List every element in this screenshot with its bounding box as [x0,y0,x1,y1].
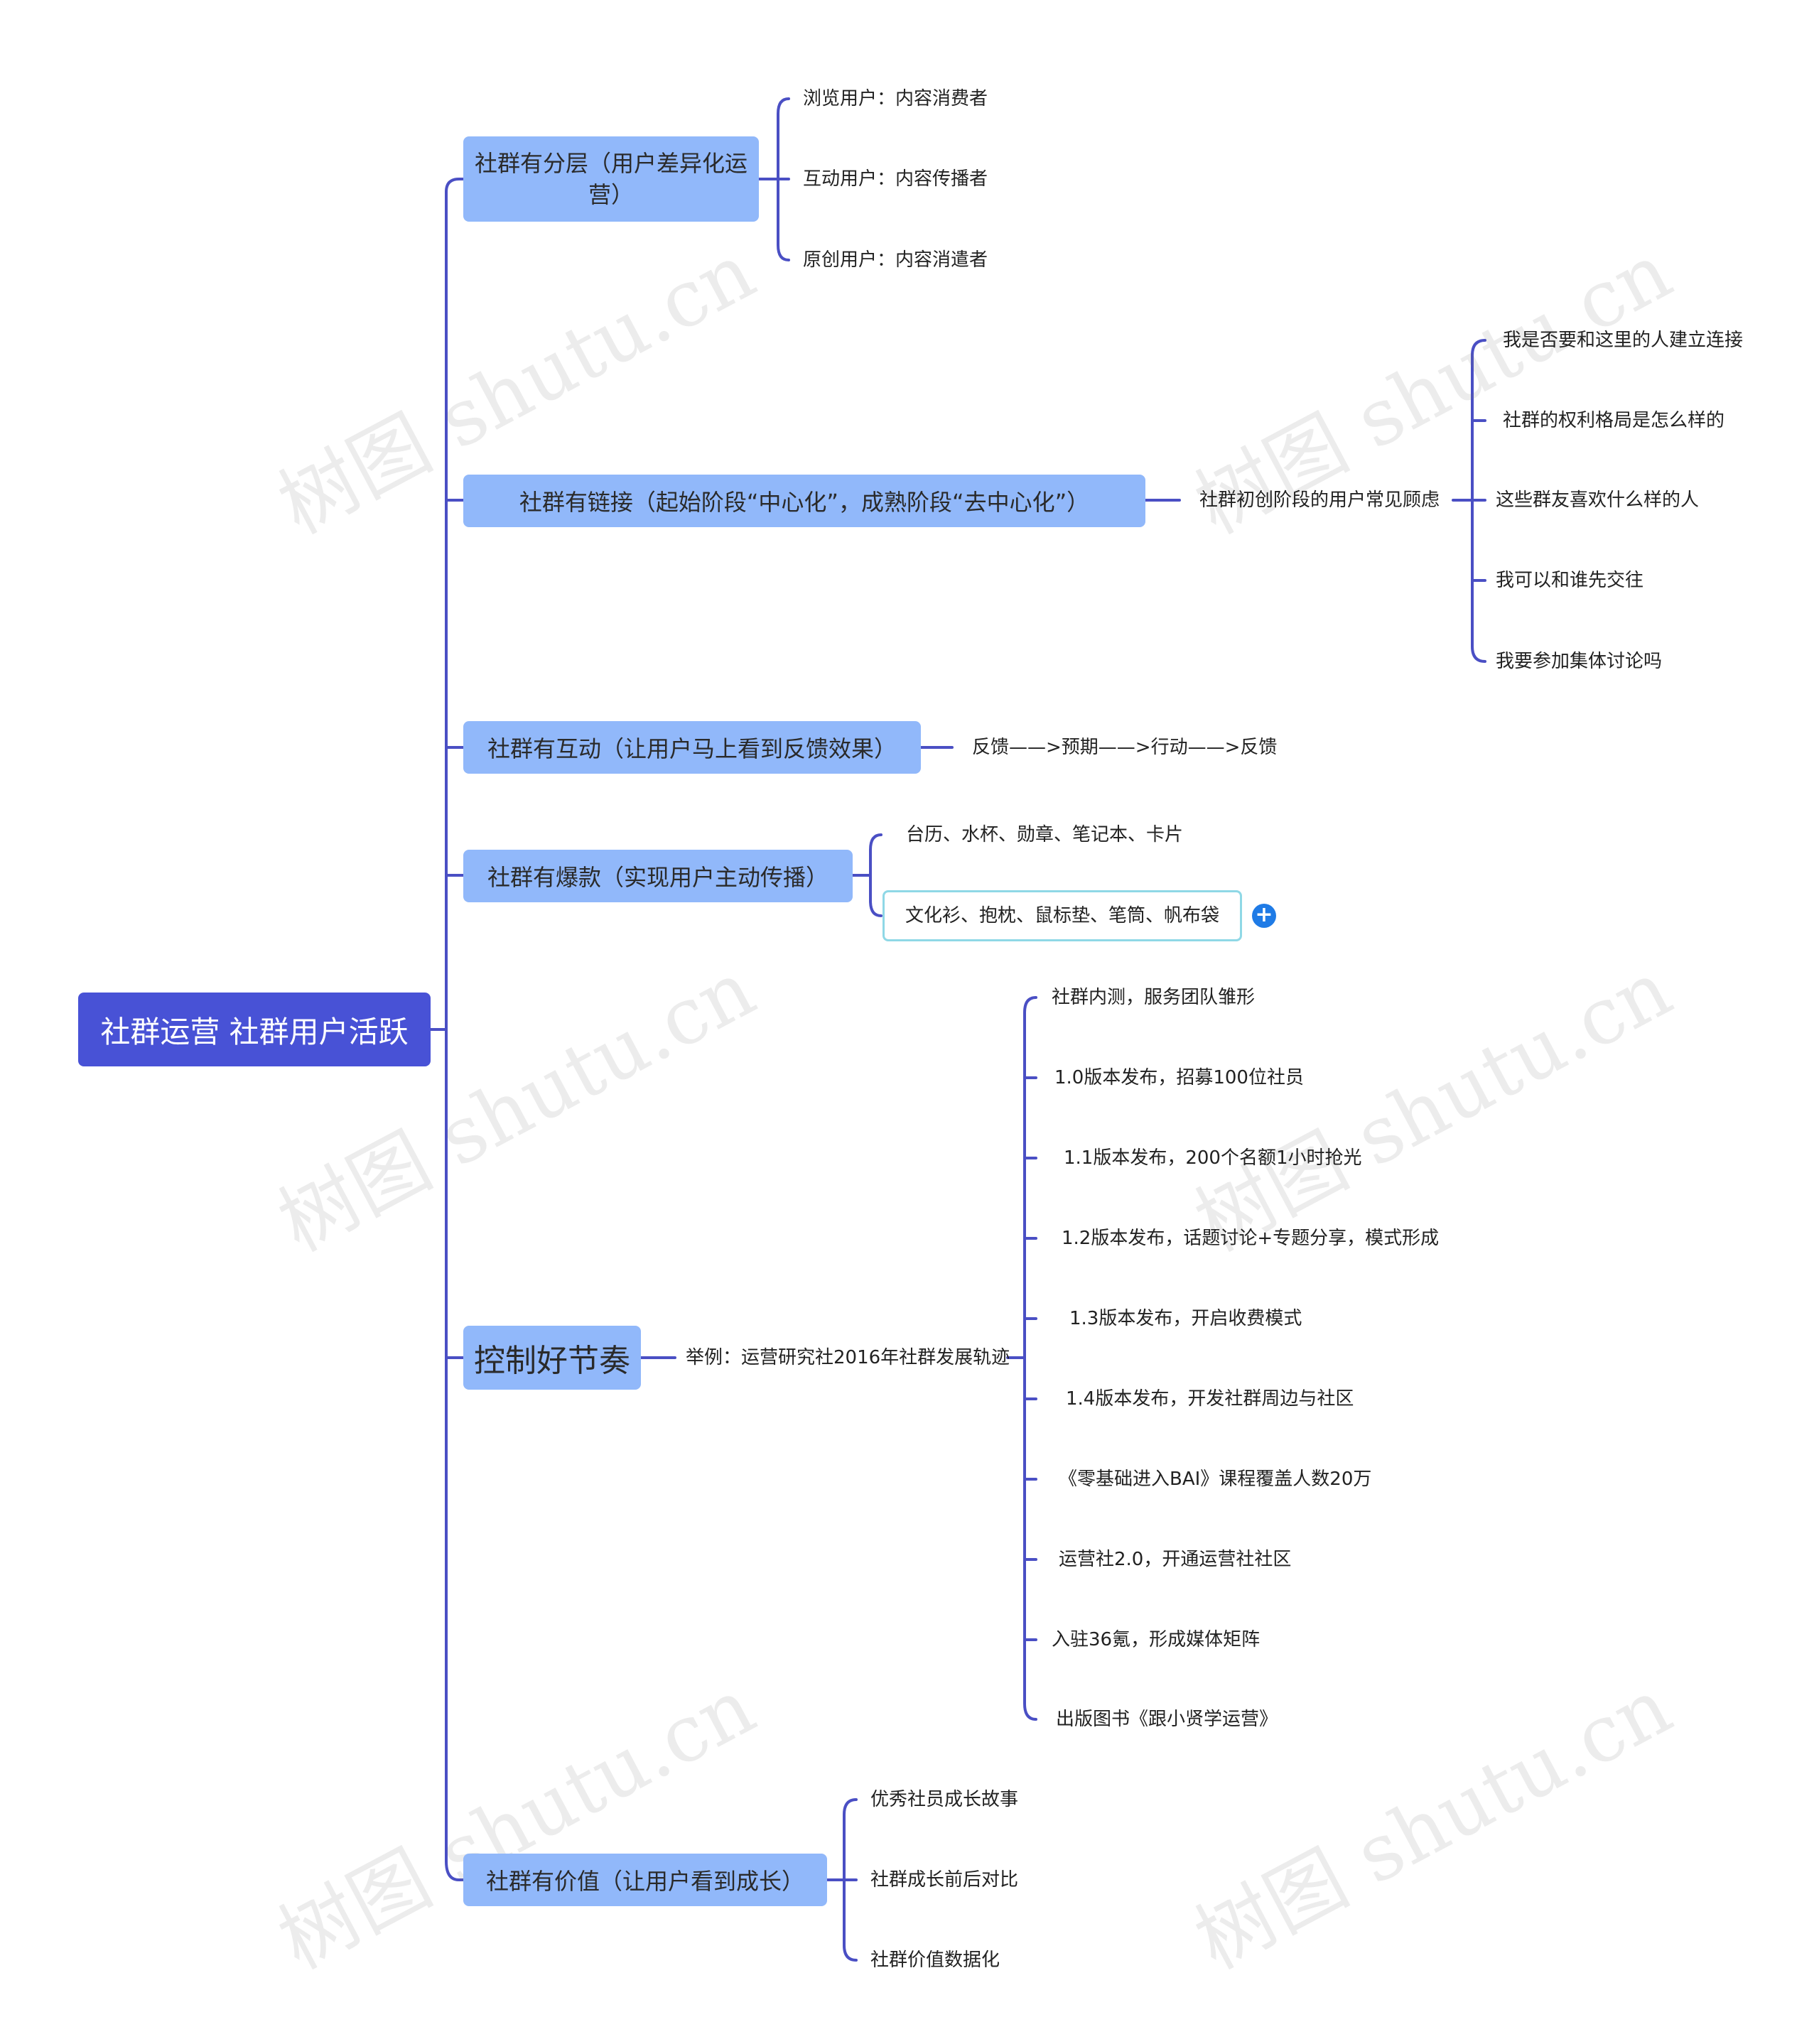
branch-hit-products[interactable]: 社群有爆款（实现用户主动传播） [463,850,853,902]
leaf-timeline-8[interactable]: 入驻36氪，形成媒体矩阵 [1052,1629,1261,1650]
leaf-concern-discuss[interactable]: 我要参加集体讨论吗 [1496,651,1663,672]
leaf-timeline-2[interactable]: 1.1版本发布，200个名额1小时抢光 [1064,1147,1362,1169]
branch-rhythm[interactable]: 控制好节奏 [463,1326,641,1390]
leaf-timeline-9[interactable]: 出版图书《跟小贤学运营》 [1056,1709,1278,1730]
leaf-value-stories[interactable]: 优秀社员成长故事 [870,1789,1019,1810]
leaf-original-user[interactable]: 原创用户：内容消遣者 [803,249,988,271]
leaf-products-2[interactable]: 文化衫、抱枕、鼠标垫、笔筒、帆布袋 [882,890,1242,941]
leaf-concern-power[interactable]: 社群的权利格局是怎么样的 [1503,410,1725,431]
leaf-value-compare[interactable]: 社群成长前后对比 [870,1869,1019,1891]
leaf-timeline-4[interactable]: 1.3版本发布，开启收费模式 [1069,1308,1302,1329]
root-trunk [429,190,448,1863]
leaf-feedback-loop[interactable]: 反馈——>预期——>行动——>反馈 [972,737,1278,758]
leaf-timeline-5[interactable]: 1.4版本发布，开发社群周边与社区 [1066,1388,1354,1410]
leaf-concern-connect[interactable]: 我是否要和这里的人建立连接 [1503,330,1744,351]
leaf-value-data[interactable]: 社群价值数据化 [870,1950,1000,1971]
leaf-timeline-1[interactable]: 1.0版本发布，招募100位社员 [1054,1067,1304,1088]
leaf-concern-whom[interactable]: 我可以和谁先交往 [1496,570,1644,591]
leaf-timeline-6[interactable]: 《零基础进入BAI》课程覆盖人数20万 [1059,1469,1372,1490]
leaf-timeline-3[interactable]: 1.2版本发布，话题讨论+专题分享，模式形成 [1062,1228,1440,1249]
leaf-timeline-7[interactable]: 运营社2.0，开通运营社社区 [1059,1549,1292,1570]
leaf-timeline-0[interactable]: 社群内测，服务团队雏形 [1052,987,1256,1008]
root-node[interactable]: 社群运营 社群用户活跃 [78,993,431,1066]
branch-linking[interactable]: 社群有链接（起始阶段“中心化”，成熟阶段“去中心化”） [463,475,1145,527]
link-b0 [445,178,465,193]
sub-initial-concerns[interactable]: 社群初创阶段的用户常见顾虑 [1199,490,1440,511]
add-node-icon[interactable]: + [1252,904,1276,928]
leaf-browse-user[interactable]: 浏览用户：内容消费者 [803,88,988,109]
leaf-interactive-user[interactable]: 互动用户：内容传播者 [803,168,988,190]
branch-user-layering[interactable]: 社群有分层（用户差异化运营） [463,136,759,222]
leaf-products-1[interactable]: 台历、水杯、勋章、笔记本、卡片 [906,824,1184,845]
link-b5 [445,1860,465,1881]
branch-value[interactable]: 社群有价值（让用户看到成长） [463,1854,827,1906]
leaf-concern-likes[interactable]: 这些群友喜欢什么样的人 [1496,490,1700,511]
branch-interaction[interactable]: 社群有互动（让用户马上看到反馈效果） [463,721,921,774]
sub-example-timeline[interactable]: 举例：运营研究社2016年社群发展轨迹 [686,1347,1010,1368]
